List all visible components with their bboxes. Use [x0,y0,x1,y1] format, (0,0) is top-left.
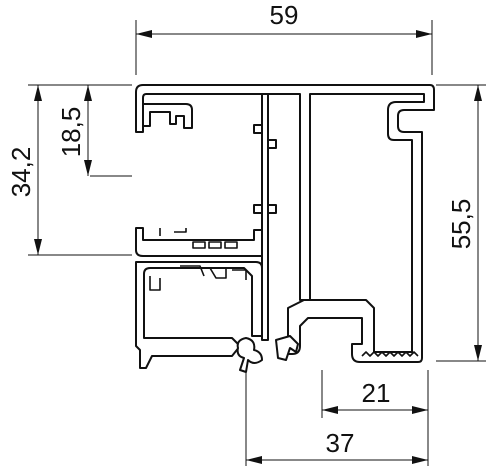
dim-left-height: 34,2 [6,147,36,198]
center-web [261,93,269,341]
seal [236,337,263,373]
dim-overall-width: 59 [270,0,299,30]
dim-lower-width: 37 [326,428,355,458]
upper-hook [142,103,193,129]
dim-upper-height: 18,5 [56,107,86,158]
dim-slot-width: 21 [362,378,391,408]
arrowheads [34,30,482,464]
lower-sash [135,261,263,369]
seal-right [275,335,299,361]
dim-overall-height: 55,5 [446,199,476,250]
profile-section [135,84,435,373]
outer-wall [135,84,435,363]
serration [361,351,419,357]
